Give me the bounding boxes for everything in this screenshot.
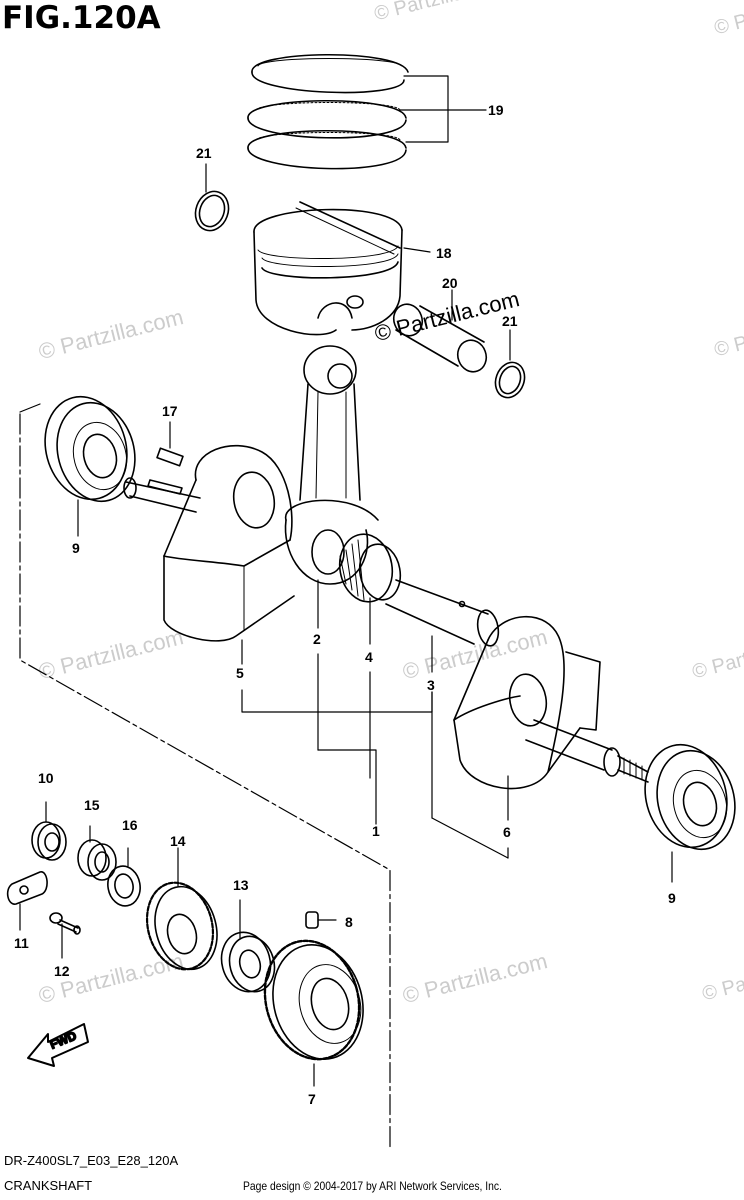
screw (49, 912, 81, 935)
piston (253, 201, 403, 336)
callout-1: 1 (372, 823, 380, 839)
callout-8: 8 (345, 914, 353, 930)
callout-16: 16 (122, 817, 138, 833)
main-bearing-left (44, 395, 136, 503)
callout-3: 3 (427, 677, 435, 693)
figure-name: CRANKSHAFT (4, 1178, 93, 1193)
crank-pin (385, 579, 500, 647)
assembly-dashed-frame (19, 403, 391, 1151)
figure-title: FIG.120A (2, 0, 161, 36)
crank-web-left (163, 444, 295, 642)
small-bearing (31, 821, 67, 861)
dowel-pin (305, 911, 319, 929)
callout-21: 21 (196, 145, 212, 161)
left-main-shaft (123, 447, 201, 513)
callout-4: 4 (365, 649, 373, 665)
callout-15: 15 (84, 797, 100, 813)
callout-21-right: 21 (502, 313, 518, 329)
callout-9: 9 (72, 540, 80, 556)
callout-10: 10 (38, 770, 54, 786)
main-bearing-right (644, 743, 736, 851)
bushing (77, 839, 117, 881)
callout-19: 19 (488, 102, 504, 118)
washer-16 (107, 865, 141, 907)
callout-20: 20 (442, 275, 458, 291)
primary-drive-gear (263, 939, 364, 1061)
piston-pin (392, 303, 488, 373)
leader-lines (19, 75, 673, 1087)
callout-17: 17 (162, 403, 178, 419)
fwd-arrow-icon: FWD (27, 1023, 89, 1067)
right-main-shaft (525, 719, 649, 783)
callout-14: 14 (170, 833, 186, 849)
callout-5: 5 (236, 665, 244, 681)
callout-labels: 19 21 18 20 21 17 9 2 4 3 5 1 6 9 10 15 … (14, 102, 676, 1107)
callout-13: 13 (233, 877, 249, 893)
callout-6: 6 (503, 824, 511, 840)
balancer-drive-gear (145, 881, 218, 971)
callout-2: 2 (313, 631, 321, 647)
needle-bearing (338, 533, 402, 603)
callout-9-right: 9 (668, 890, 676, 906)
crank-web-right (453, 615, 601, 790)
washer-13 (220, 931, 276, 993)
callout-11: 11 (14, 935, 29, 951)
circlip-left (194, 190, 230, 232)
callout-18: 18 (436, 245, 452, 261)
model-code: DR-Z400SL7_E03_E28_120A (4, 1153, 179, 1168)
copyright-notice: Page design © 2004-2017 by ARI Network S… (243, 1179, 502, 1193)
callout-12: 12 (54, 963, 70, 979)
callout-7: 7 (308, 1091, 316, 1107)
piston-rings (247, 53, 409, 170)
connecting-rod (284, 345, 379, 585)
circlip-right (494, 361, 526, 399)
retainer (6, 871, 48, 905)
